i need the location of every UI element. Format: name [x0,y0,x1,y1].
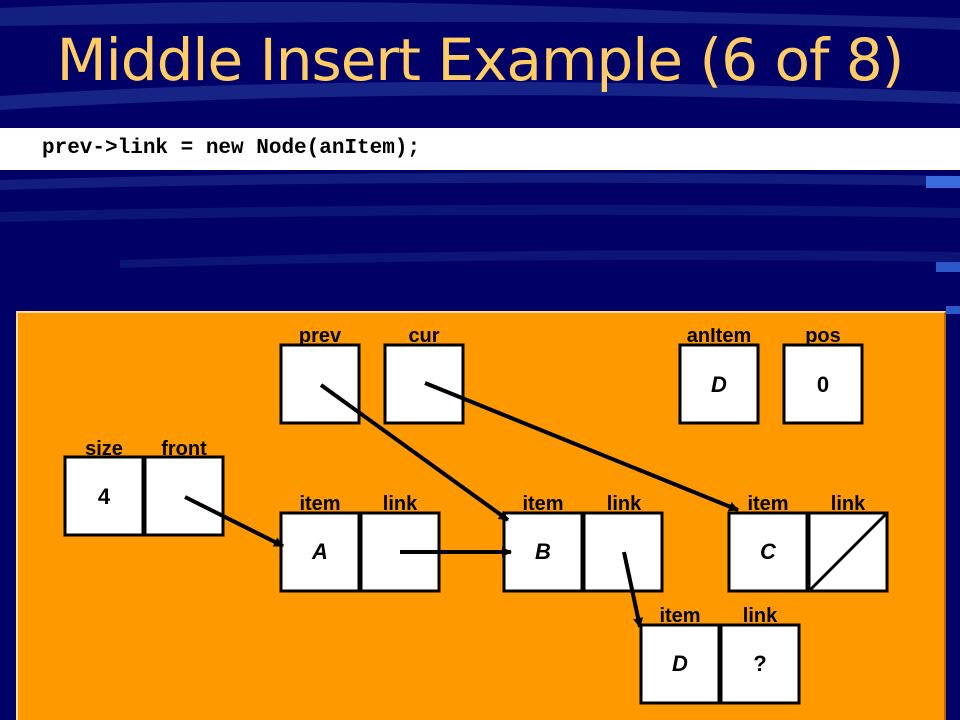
node-d-link-box [719,623,801,705]
front-pointer-arrow [184,495,284,548]
front-label: front [161,438,207,460]
node-c-item-value: C [760,539,777,564]
node-c-item-box [727,511,809,593]
slide-title: Middle Insert Example (6 of 8) [56,26,905,94]
cur-label: cur [408,325,439,347]
node-a-item-box [279,511,361,593]
code-statement-bar: prev->link = new Node(anItem); [0,128,960,170]
node-a-item-value: A [311,539,328,564]
prev-pointer-arrow [319,383,510,522]
node-c-null-link-slash [807,511,889,593]
node-c-link-label: link [831,493,866,515]
prev-label: prev [299,325,342,347]
code-statement: prev->link = new Node(anItem); [42,137,421,160]
node-b-link-arrow [622,551,644,628]
anitem-box [678,343,760,425]
node-c-item-label: item [747,493,788,515]
node-d-item-value: D [672,651,688,676]
pos-box [782,343,864,425]
cur-pointer-arrow [424,381,739,512]
anitem-label: anItem [687,325,751,347]
node-b-link-label: link [607,493,642,515]
node-d-item-box [639,623,721,705]
anitem-value: D [711,372,727,397]
size-box [63,455,145,537]
size-label: size [85,438,123,460]
pos-label: pos [805,325,841,347]
node-d-item-label: item [659,605,700,627]
node-a-item-label: item [299,493,340,515]
pos-value: 0 [817,372,829,397]
node-a-link-label: link [383,493,418,515]
node-d-link-label: link [743,605,778,627]
size-value: 4 [98,484,111,509]
node-b-link-box [582,511,664,593]
node-b-item-label: item [522,493,563,515]
front-box [143,455,225,537]
node-b-item-value: B [535,539,551,564]
prev-box [279,343,361,425]
node-d-link-value: ? [753,651,766,676]
cur-box [383,343,465,425]
